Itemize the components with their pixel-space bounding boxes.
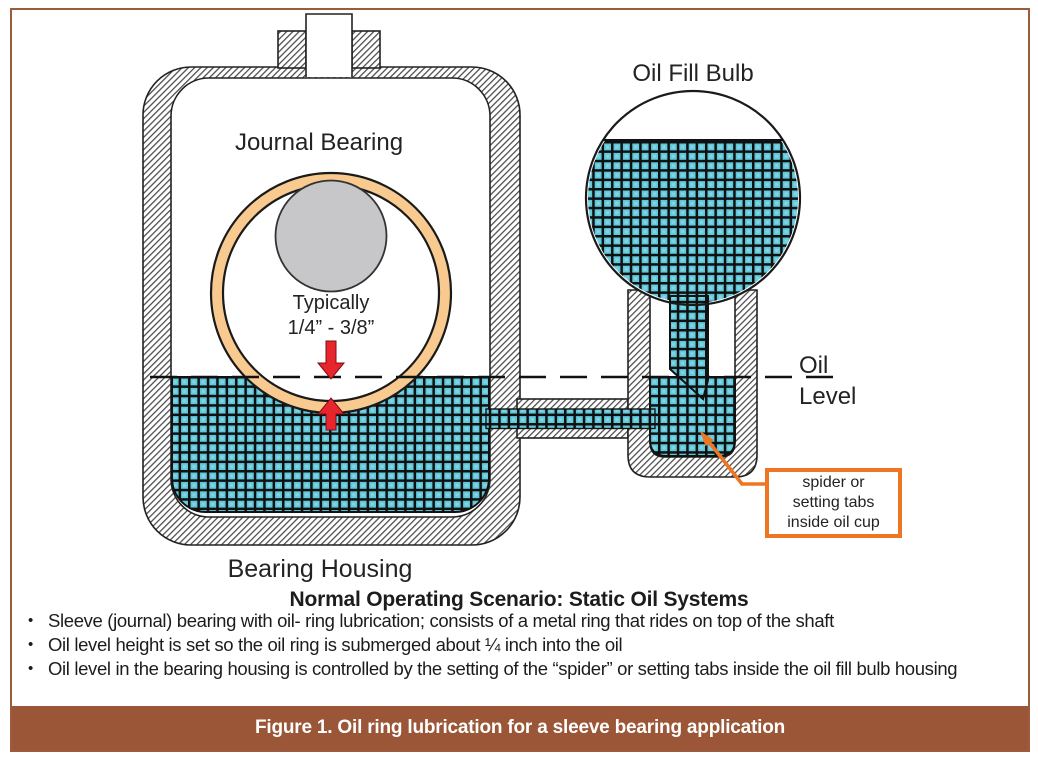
bullet-marker: • [28, 612, 33, 629]
pipe-oil-channel [485, 408, 656, 430]
spider-callout-line2: setting tabs [792, 494, 875, 511]
typical-depth-line2: 1/4” - 3/8” [287, 317, 375, 339]
figure-caption-text: Figure 1. Oil ring lubrication for a sle… [254, 717, 786, 738]
oil-depth-up-arrow [316, 397, 346, 431]
oil-level-line2: Level [799, 383, 857, 410]
typical-depth-label: Typically 1/4” - 3/8” [266, 291, 396, 341]
bullet-item-1: • Sleeve (journal) bearing with oil- rin… [28, 609, 993, 633]
bullet-item-2: • Oil level height is set so the oil rin… [28, 633, 993, 657]
spider-callout-line1: spider or [802, 474, 865, 491]
bearing-housing-shape [142, 13, 521, 546]
typical-depth-line1: Typically [292, 292, 370, 314]
shaft-circle [274, 179, 388, 293]
bullet-marker: • [28, 636, 33, 653]
bullet-text-1: Sleeve (journal) bearing with oil- ring … [48, 610, 834, 631]
oil-depth-down-arrow [316, 340, 346, 380]
figure-border: Figure 1. Oil ring lubrication for a sle… [10, 8, 1030, 752]
shaft-neck-right-block [351, 30, 381, 69]
spider-callout-box: spider or setting tabs inside oil cup [765, 468, 902, 538]
oil-fill-bulb-outline [584, 89, 802, 307]
shaft-neck-channel [305, 13, 353, 77]
bullet-marker: • [28, 660, 33, 677]
bullet-text-2: Oil level height is set so the oil ring … [48, 634, 623, 655]
oil-fill-bulb-shape [586, 91, 800, 305]
figure-caption-bar: Figure 1. Oil ring lubrication for a sle… [12, 706, 1028, 750]
oil-fill-bulb-label: Oil Fill Bulb [632, 60, 754, 87]
funnel-stem [669, 295, 709, 401]
housing-oil-pool [171, 376, 490, 513]
bullet-list: • Sleeve (journal) bearing with oil- rin… [28, 609, 993, 681]
scenario-subtitle: Normal Operating Scenario: Static Oil Sy… [289, 588, 749, 611]
oil-level-label: Oil Level [799, 350, 879, 412]
bullet-text-3: Oil level in the bearing housing is cont… [48, 658, 958, 679]
callout-arrow [700, 431, 765, 486]
oil-level-line1: Oil [799, 352, 829, 379]
bearing-housing-label: Bearing Housing [227, 555, 413, 583]
journal-bearing-label: Journal Bearing [234, 129, 404, 156]
bullet-item-3: • Oil level in the bearing housing is co… [28, 657, 993, 681]
spider-callout-line3: inside oil cup [787, 514, 880, 531]
